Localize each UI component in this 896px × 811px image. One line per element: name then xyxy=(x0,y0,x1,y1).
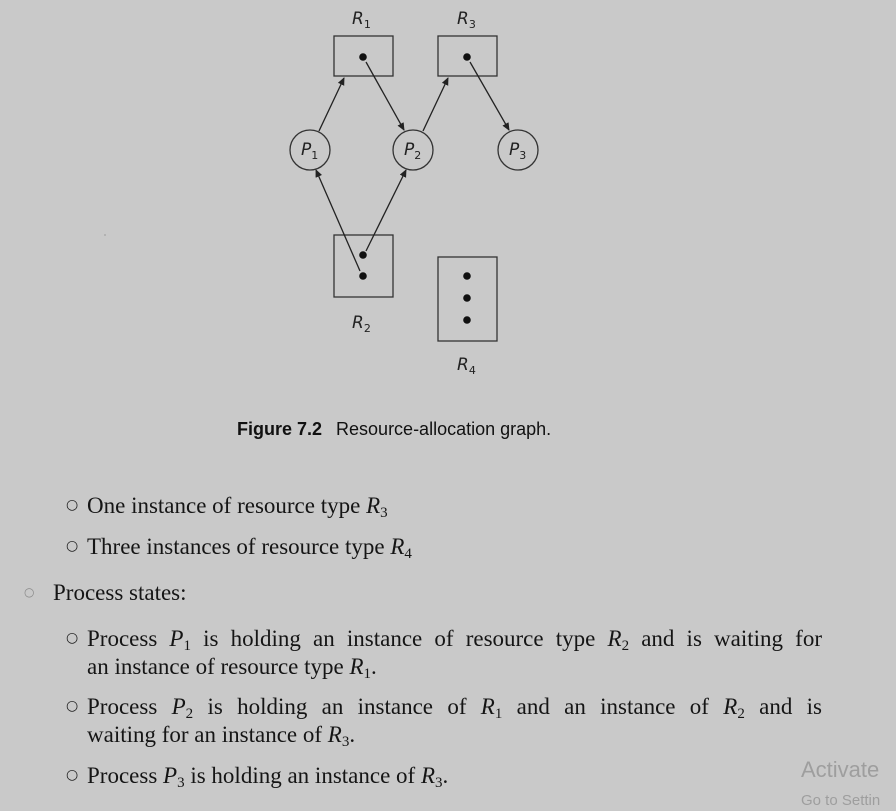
label-p1: P1 xyxy=(301,140,318,162)
resource-r2-box xyxy=(333,234,394,298)
label-r4: R4 xyxy=(457,355,476,377)
label-p3: P3 xyxy=(509,140,526,162)
label-r3: R3 xyxy=(457,9,476,31)
settings-watermark: Go to Settin xyxy=(801,792,881,809)
hollow-bullet-icon: ○ xyxy=(66,698,79,714)
hollow-bullet-icon: ○ xyxy=(66,767,79,783)
process-p1-node xyxy=(289,129,331,171)
state-p1-line2: an instance of resource type R1. xyxy=(87,654,377,682)
process-states-heading: Process states: xyxy=(53,580,187,605)
resource-r3-box xyxy=(437,35,498,77)
edge-request-p2-r3 xyxy=(422,77,449,132)
r2-instance-dot xyxy=(359,272,367,280)
r4-instance-dot xyxy=(463,316,471,324)
r4-instance-dot xyxy=(463,294,471,302)
edge-request-p1-r1 xyxy=(318,77,345,132)
hollow-bullet-icon: ○ xyxy=(66,630,79,646)
state-p2-line1: Process P2 is holding an instance of R1 … xyxy=(87,694,822,722)
hollow-bullet-icon: ○ xyxy=(66,538,79,554)
list-item-r4-instances: Three instances of resource type R4 xyxy=(87,534,412,562)
r1-instance-dot xyxy=(359,53,367,61)
label-p2: P2 xyxy=(404,140,421,162)
list-item-r3-instance: One instance of resource type R3 xyxy=(87,493,388,521)
edge-assign-r2-p1 xyxy=(315,169,361,272)
state-p3: Process P3 is holding an instance of R3. xyxy=(87,763,449,791)
edge-assign-r1-p2 xyxy=(365,61,405,131)
edge-assign-r2-p2 xyxy=(365,169,407,252)
figure-caption-text: Resource-allocation graph. xyxy=(336,419,552,439)
state-p2-line2: waiting for an instance of R3. xyxy=(87,722,356,750)
process-p2-node xyxy=(392,129,434,171)
faint-bullet-icon: ○ xyxy=(24,585,35,599)
figure-caption: Figure 7.2 Resource-allocation graph. xyxy=(237,419,551,440)
r4-instance-dot xyxy=(463,272,471,280)
process-p3-node xyxy=(497,129,539,171)
r2-instance-dot xyxy=(359,251,367,259)
figure-number: Figure 7.2 xyxy=(237,419,323,439)
r3-instance-dot xyxy=(463,53,471,61)
activate-watermark: Activate xyxy=(801,757,880,782)
label-r2: R2 xyxy=(352,313,371,335)
resource-r1-box xyxy=(333,35,394,77)
resource-allocation-graph: R1 R3 R2 R4 P1 P2 P3 xyxy=(104,9,539,377)
label-r1: R1 xyxy=(352,9,371,31)
resource-r4-box xyxy=(437,256,498,342)
scan-speck xyxy=(104,234,106,236)
hollow-bullet-icon: ○ xyxy=(66,497,79,513)
state-p1-line1: Process P1 is holding an instance of res… xyxy=(87,626,823,654)
edge-assign-r3-p3 xyxy=(469,61,510,131)
